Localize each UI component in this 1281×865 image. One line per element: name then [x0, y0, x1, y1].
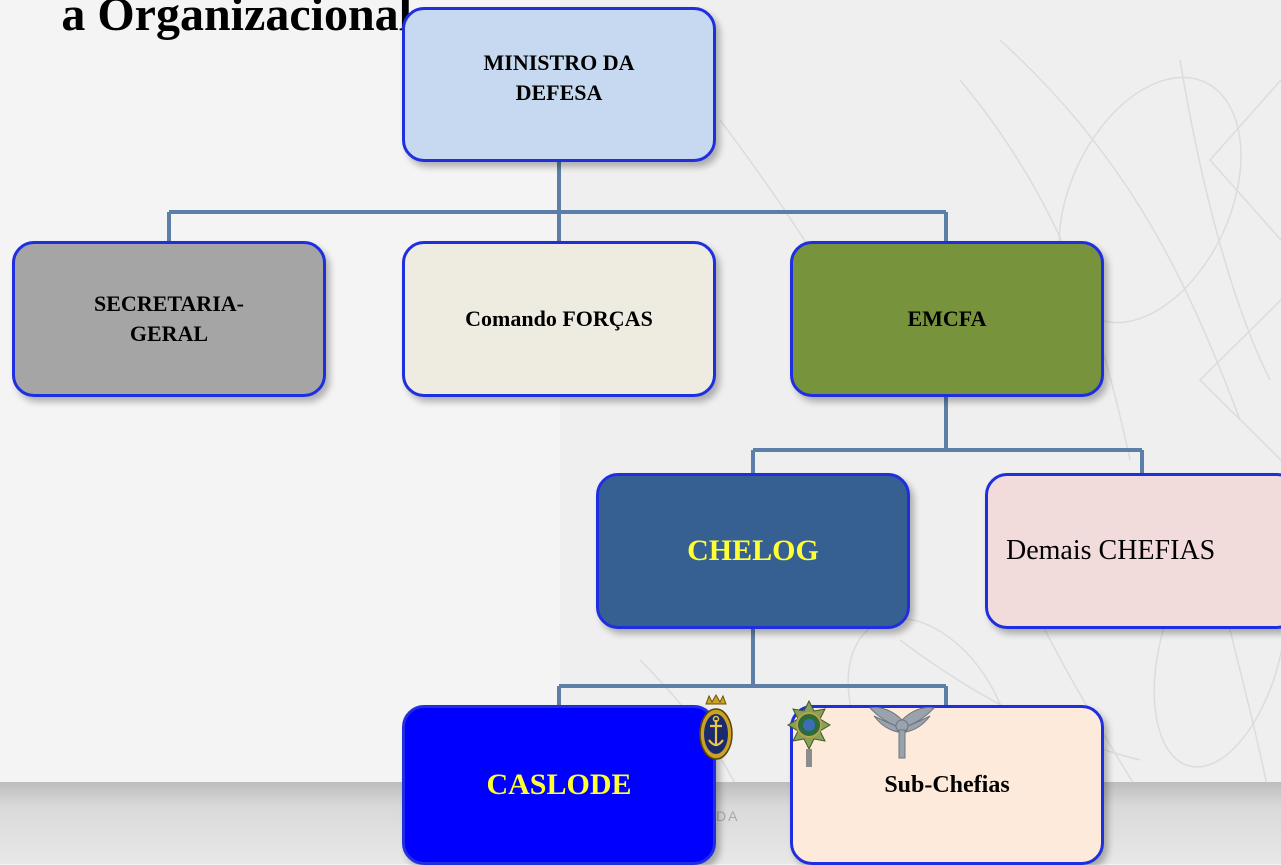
box-caslode-label: CASLODE: [486, 767, 632, 801]
box-comando-forcas: Comando FORÇAS: [402, 241, 716, 397]
box-caslode: CASLODE: [402, 705, 716, 865]
box-demais-label: Demais CHEFIAS: [1006, 535, 1216, 567]
marinha-emblem-icon: [699, 694, 733, 760]
box-chelog: CHELOG: [596, 473, 910, 629]
page-title-text: a Organizacional: [61, 0, 412, 41]
box-comando-label: Comando FORÇAS: [465, 306, 653, 332]
box-emcfa: EMCFA: [790, 241, 1104, 397]
box-chelog-label: CHELOG: [687, 533, 819, 567]
aeronautica-emblem-icon: [868, 707, 936, 759]
box-secretaria-label: SECRETARIA-GERAL: [94, 291, 244, 346]
box-emcfa-label: EMCFA: [907, 306, 987, 332]
box-subchefias-label: Sub-Chefias: [884, 771, 1010, 798]
exercito-emblem-icon: [787, 699, 831, 767]
footer-text: DA: [716, 808, 740, 824]
page-title: a Organizacional: [0, 0, 420, 44]
box-ministro-da-defesa: MINISTRO DA DEFESA: [402, 7, 716, 162]
box-ministro-label: MINISTRO DA DEFESA: [483, 50, 635, 105]
box-secretaria-geral: SECRETARIA-GERAL: [12, 241, 326, 397]
box-sub-chefias: Sub-Chefias: [790, 705, 1104, 865]
box-demais-chefias: Demais CHEFIAS: [985, 473, 1281, 629]
